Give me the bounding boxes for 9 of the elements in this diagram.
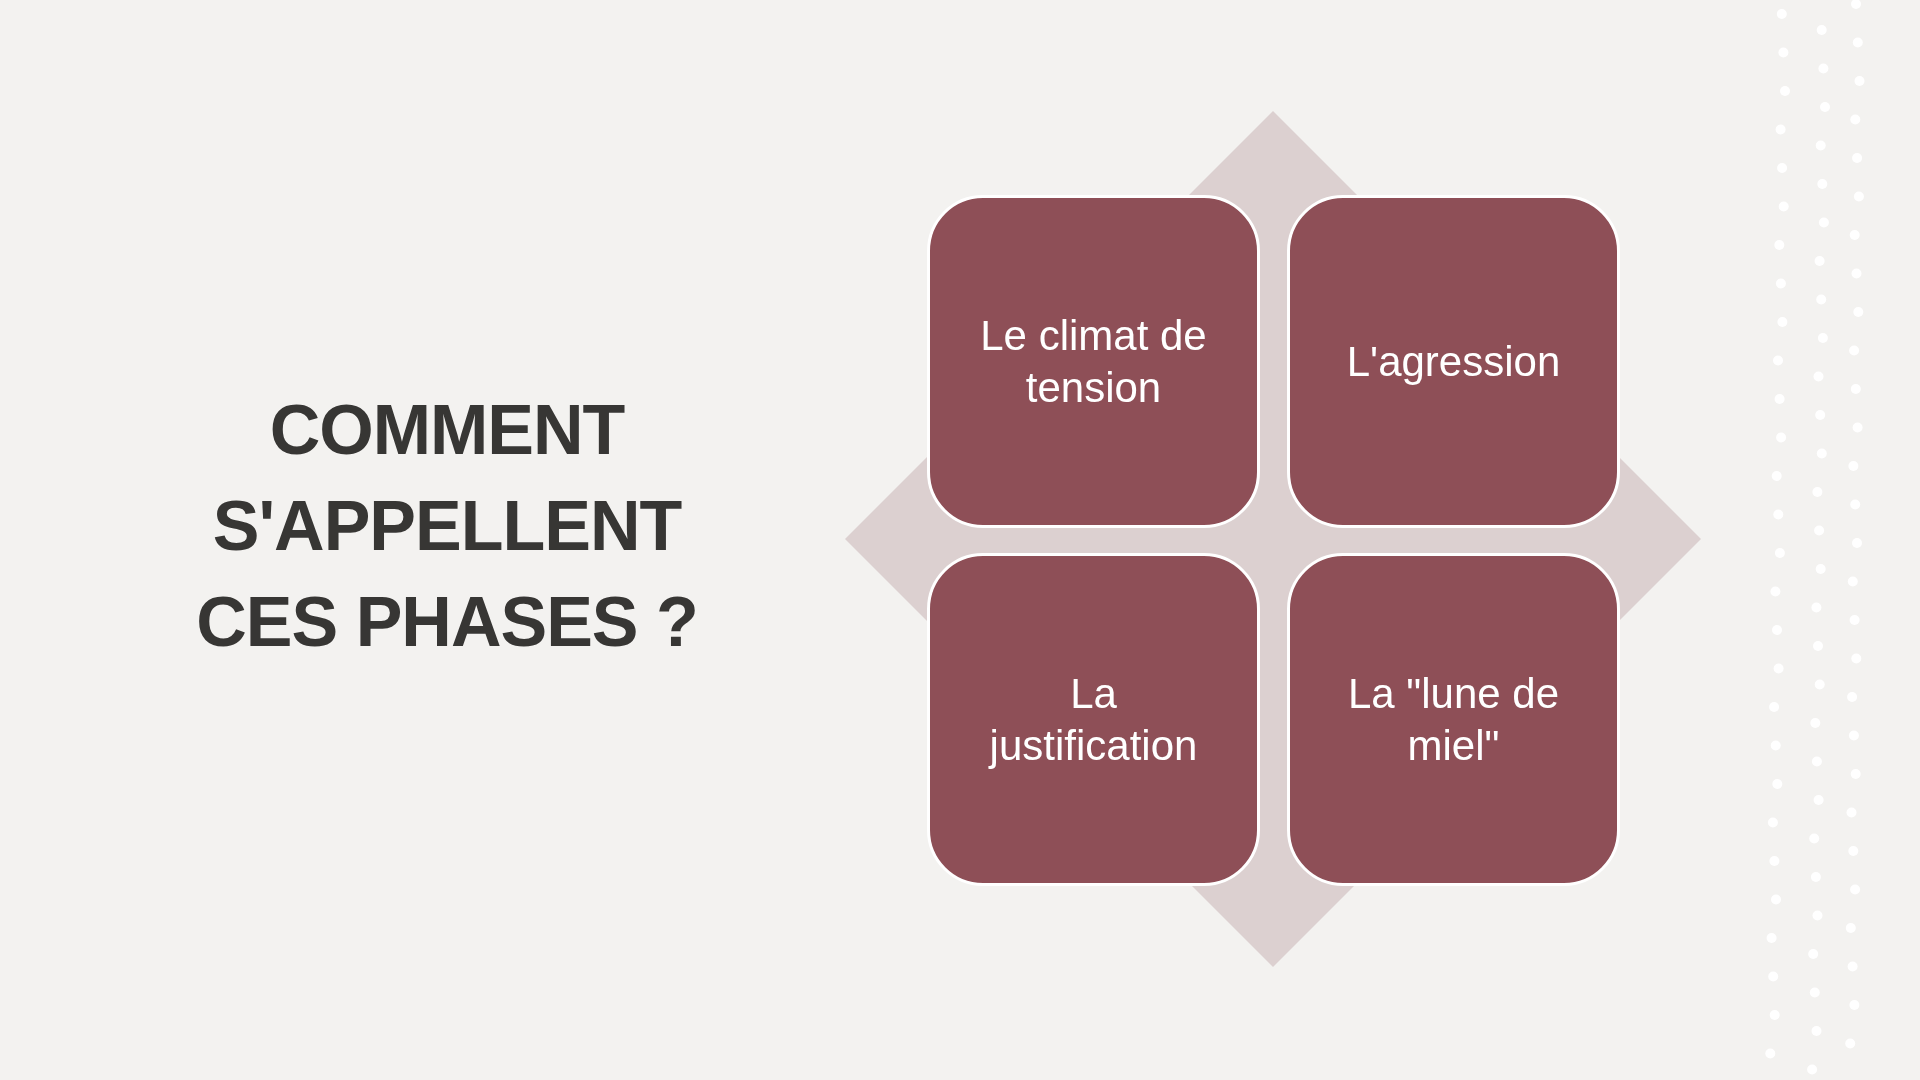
phase-label: Le climat de tension (979, 310, 1208, 413)
phase-label: La justification (987, 668, 1199, 771)
slide-title: COMMENT S'APPELLENT CES PHASES ? (195, 390, 699, 663)
phase-card (1287, 553, 1620, 886)
phase-card (927, 553, 1260, 886)
phase-label: L'agression (1346, 336, 1561, 387)
phase-card (1287, 195, 1620, 528)
phase-label: La "lune de miel" (1346, 668, 1561, 771)
phase-card (927, 195, 1260, 528)
